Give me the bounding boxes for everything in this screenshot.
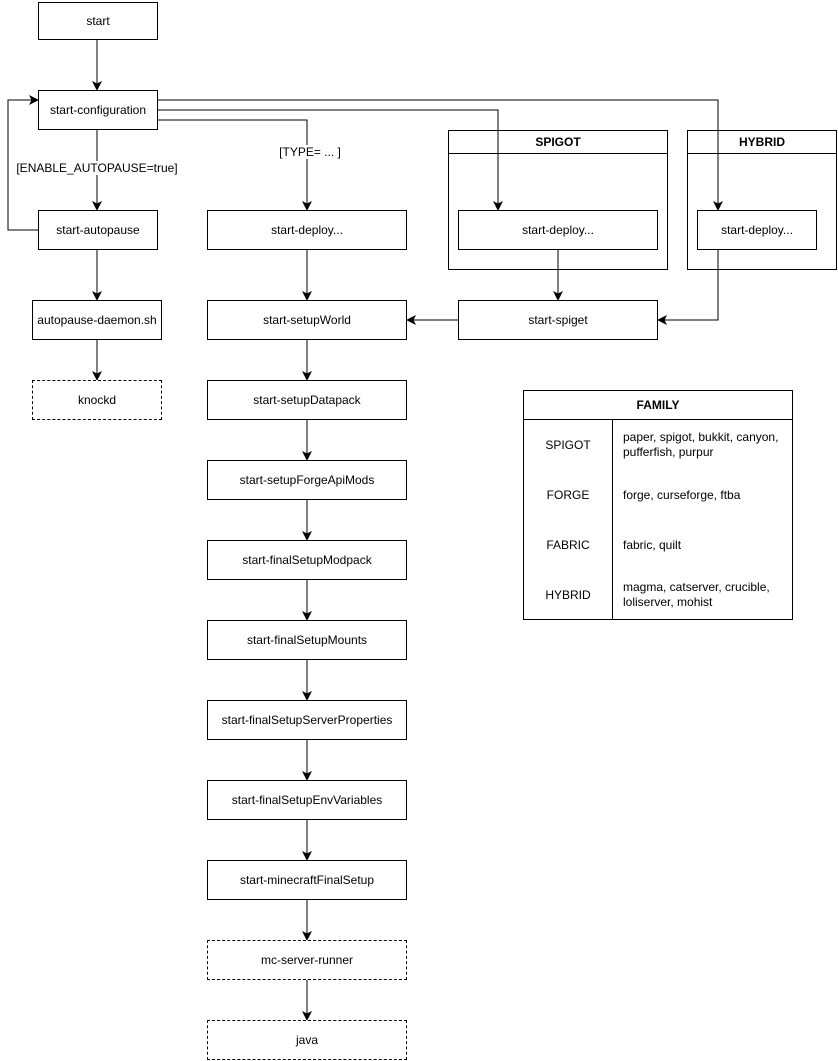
- node-start-minecraftfinalsetup: start-minecraftFinalSetup: [207, 860, 407, 900]
- node-hybrid-start-deploy: start-deploy...: [697, 210, 817, 250]
- node-start-finalsetupserverproperties: start-finalSetupServerProperties: [207, 700, 407, 740]
- group-spigot-header: SPIGOT: [449, 131, 667, 154]
- node-start-deploy: start-deploy...: [207, 210, 407, 250]
- node-start-configuration: start-configuration: [38, 90, 158, 130]
- node-knockd: knockd: [32, 380, 162, 420]
- edge-label-type: [TYPE= ... ]: [277, 145, 343, 159]
- edge-configuration-to-spigot-deploy: [157, 109, 503, 211]
- table-row: FABRIC fabric, quilt: [524, 520, 792, 570]
- node-mc-server-runner: mc-server-runner: [207, 940, 407, 980]
- node-start-setupdatapack: start-setupDatapack: [207, 380, 407, 420]
- node-start-spiget: start-spiget: [458, 300, 658, 340]
- group-hybrid-header: HYBRID: [688, 131, 836, 154]
- family-types: forge, curseforge, ftba: [623, 487, 741, 502]
- family-name: SPIGOT: [524, 420, 613, 470]
- family-name: FABRIC: [524, 520, 613, 570]
- node-java: java: [207, 1020, 407, 1060]
- node-start-setupforgeapimods: start-setupForgeApiMods: [207, 460, 407, 500]
- node-autopause-daemon: autopause-daemon.sh: [32, 300, 162, 340]
- node-start-finalsetupmounts: start-finalSetupMounts: [207, 620, 407, 660]
- family-types: fabric, quilt: [623, 537, 682, 552]
- node-spigot-start-deploy: start-deploy...: [458, 210, 658, 250]
- node-start-finalsetupenvvariables: start-finalSetupEnvVariables: [207, 780, 407, 820]
- table-row: SPIGOT paper, spigot, bukkit, canyon, pu…: [524, 420, 792, 470]
- family-table-title: FAMILY: [524, 391, 792, 420]
- node-start-finalsetupmodpack: start-finalSetupModpack: [207, 540, 407, 580]
- group-spigot-label: SPIGOT: [535, 135, 581, 149]
- family-types: magma, catserver, crucible, loliserver, …: [623, 580, 770, 609]
- family-table: FAMILY SPIGOT paper, spigot, bukkit, can…: [523, 390, 793, 620]
- node-start: start: [38, 2, 158, 40]
- group-hybrid-label: HYBRID: [738, 135, 785, 149]
- edge-label-enable-autopause: [ENABLE_AUTOPAUSE=true]: [14, 161, 180, 175]
- table-row: HYBRID magma, catserver, crucible, lolis…: [524, 570, 792, 620]
- table-row: FORGE forge, curseforge, ftba: [524, 470, 792, 520]
- node-start-autopause: start-autopause: [38, 210, 158, 250]
- node-start-setupworld: start-setupWorld: [207, 300, 407, 340]
- family-types: paper, spigot, bukkit, canyon, pufferfis…: [623, 430, 779, 459]
- family-name: FORGE: [524, 470, 613, 520]
- family-name: HYBRID: [524, 570, 613, 620]
